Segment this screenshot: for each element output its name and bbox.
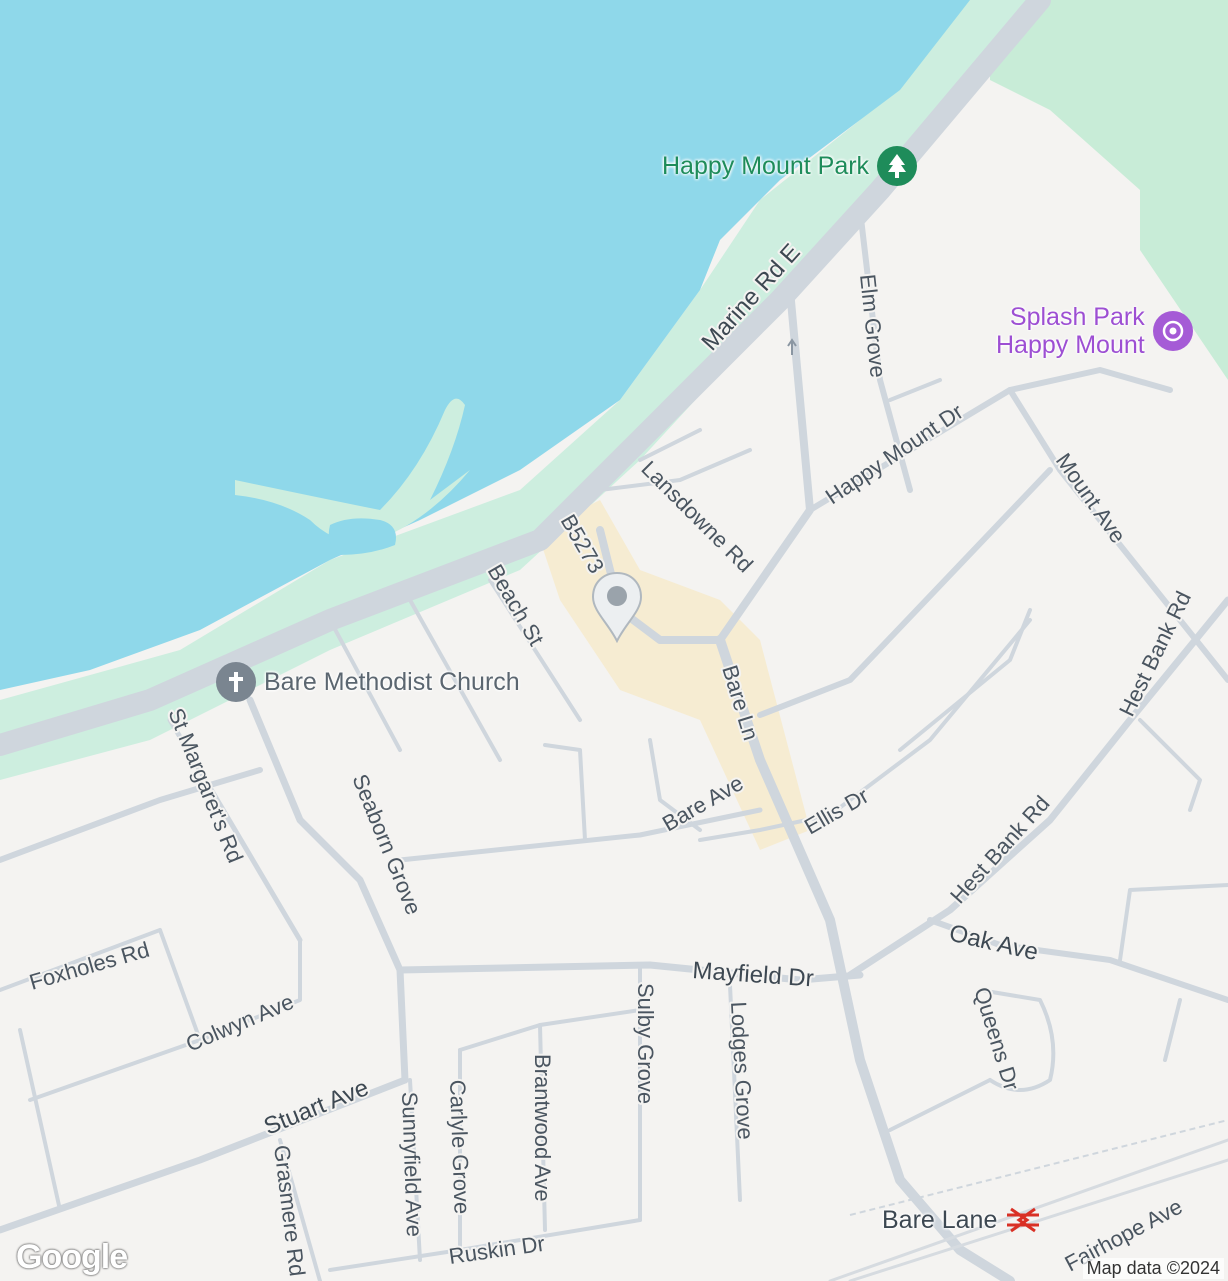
road-label-brantwood-ave: Brantwood Ave bbox=[530, 1054, 555, 1202]
poi-label-splash-line1: Splash Park bbox=[1009, 303, 1145, 331]
poi-happy-mount-park[interactable]: Happy Mount Park bbox=[662, 146, 918, 186]
road-label-sunnyfield-ave: Sunnyfield Ave bbox=[397, 1091, 427, 1237]
poi-splash-park[interactable]: Splash Park Happy Mount bbox=[996, 303, 1193, 359]
cross-icon bbox=[216, 662, 256, 702]
poi-label-church: Bare Methodist Church bbox=[264, 668, 520, 696]
poi-bare-methodist-church[interactable]: Bare Methodist Church bbox=[216, 662, 520, 702]
water-body bbox=[0, 0, 970, 690]
poi-label-splash: Splash Park Happy Mount bbox=[996, 303, 1145, 359]
google-logo: Google bbox=[16, 1238, 128, 1276]
shore-area bbox=[0, 0, 1050, 780]
water-play-icon bbox=[1152, 311, 1193, 351]
pier bbox=[235, 398, 470, 545]
poi-bare-lane-station[interactable]: Bare Lane bbox=[882, 1206, 1041, 1234]
location-pin-icon[interactable] bbox=[590, 571, 644, 643]
marine-rd-e bbox=[0, 0, 1051, 756]
road-label-sulby-grove: Sulby Grove bbox=[633, 983, 658, 1104]
tree-icon bbox=[877, 146, 918, 186]
poi-label-splash-line2: Happy Mount bbox=[996, 331, 1145, 359]
bare-ln bbox=[715, 635, 1015, 1281]
poi-label-park: Happy Mount Park bbox=[662, 152, 870, 180]
map-attribution[interactable]: Map data ©2024 bbox=[1082, 1258, 1224, 1279]
road-label-carlyle-grove: Carlyle Grove bbox=[445, 1079, 475, 1214]
rail-icon bbox=[1007, 1207, 1040, 1233]
park-area bbox=[990, 0, 1228, 380]
poi-label-station: Bare Lane bbox=[882, 1206, 998, 1234]
one-way-arrow-icon bbox=[787, 338, 797, 355]
